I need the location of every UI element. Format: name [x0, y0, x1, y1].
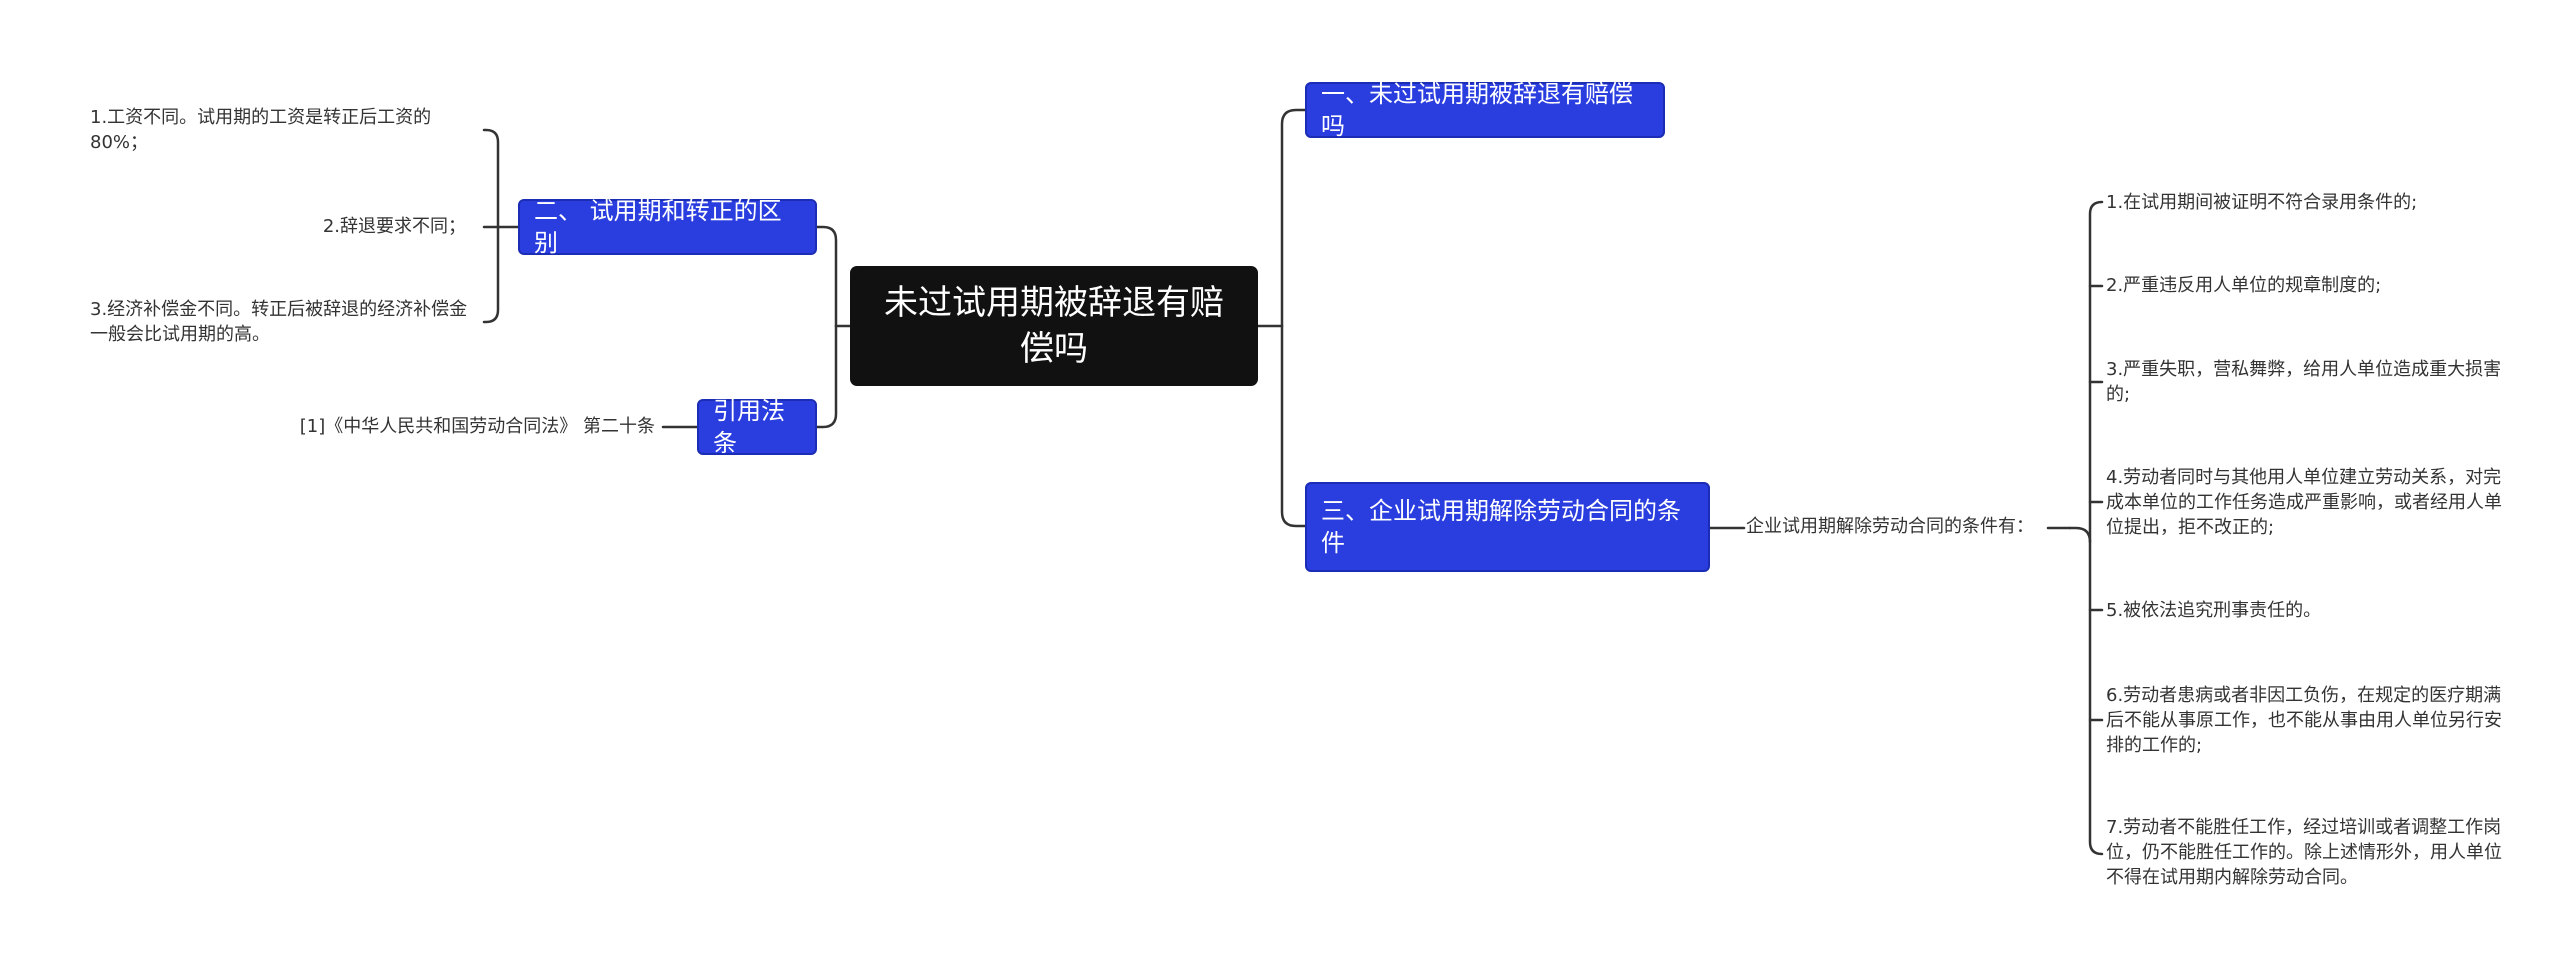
branch-topic-3[interactable]: 三、企业试用期解除劳动合同的条件 — [1305, 482, 1710, 572]
link-sub-bracket — [2088, 200, 2104, 856]
link-left-ref — [815, 324, 838, 429]
condition-item-4[interactable]: 4.劳动者同时与其他用人单位建立劳动关系，对完成本单位的工作任务造成严重影响，或… — [2106, 465, 2506, 540]
condition-item-3-text: 3.严重失职，营私舞弊，给用人单位造成重大损害的; — [2106, 359, 2502, 405]
root-topic-label: 未过试用期被辞退有赔偿吗 — [884, 283, 1224, 369]
condition-item-7[interactable]: 7.劳动者不能胜任工作，经过培训或者调整工作岗位，仍不能胜任工作的。除上述情形外… — [2106, 815, 2506, 890]
link-sub-up — [2068, 526, 2092, 544]
difference-item-3[interactable]: 3.经济补偿金不同。转正后被辞退的经济补偿金一般会比试用期的高。 — [90, 297, 480, 347]
subtopic-conditions-label: 企业试用期解除劳动合同的条件有： — [1746, 516, 2034, 537]
condition-item-5[interactable]: 5.被依法追究刑事责任的。 — [2106, 598, 2506, 623]
condition-item-2-text: 2.严重违反用人单位的规章制度的; — [2106, 275, 2382, 296]
branch-topic-3-label: 三、企业试用期解除劳动合同的条件 — [1321, 497, 1681, 557]
branch-topic-1[interactable]: 一、未过试用期被辞退有赔偿吗 — [1305, 80, 1665, 140]
condition-item-7-text: 7.劳动者不能胜任工作，经过培训或者调整工作岗位，仍不能胜任工作的。除上述情形外… — [2106, 817, 2502, 888]
branch-topic-2[interactable]: 二、 试用期和转正的区别 — [518, 197, 817, 257]
link-right-b3 — [1280, 324, 1307, 528]
subtopic-conditions[interactable]: 企业试用期解除劳动合同的条件有： — [1746, 514, 2046, 539]
condition-item-1[interactable]: 1.在试用期间被证明不符合录用条件的; — [2106, 190, 2506, 215]
difference-item-1[interactable]: 1.工资不同。试用期的工资是转正后工资的80%； — [90, 105, 480, 155]
condition-item-3[interactable]: 3.严重失职，营私舞弊，给用人单位造成重大损害的; — [2106, 357, 2506, 407]
link-right-b1 — [1280, 108, 1307, 328]
branch-topic-reference[interactable]: 引用法条 — [697, 397, 817, 457]
link-left-b2 — [815, 225, 838, 328]
link-b2-leaf3 — [482, 225, 500, 324]
link-b2-leaf1 — [482, 128, 500, 229]
difference-item-2[interactable]: 2.辞退要求不同； — [200, 214, 466, 239]
condition-item-6[interactable]: 6.劳动者患病或者非因工负伤，在规定的医疗期满后不能从事原工作，也不能从事由用人… — [2106, 683, 2506, 758]
reference-item-1-text: [1]《中华人民共和国劳动合同法》 第二十条 — [299, 416, 655, 437]
branch-topic-reference-label: 引用法条 — [713, 397, 785, 457]
branch-topic-2-label: 二、 试用期和转正的区别 — [534, 197, 782, 257]
difference-item-2-text: 2.辞退要求不同； — [322, 216, 466, 237]
condition-item-4-text: 4.劳动者同时与其他用人单位建立劳动关系，对完成本单位的工作任务造成严重影响，或… — [2106, 467, 2502, 538]
difference-item-1-text: 1.工资不同。试用期的工资是转正后工资的80%； — [90, 107, 432, 153]
root-topic[interactable]: 未过试用期被辞退有赔偿吗 — [850, 266, 1258, 386]
condition-item-2[interactable]: 2.严重违反用人单位的规章制度的; — [2106, 273, 2506, 298]
reference-item-1[interactable]: [1]《中华人民共和国劳动合同法》 第二十条 — [240, 414, 655, 439]
condition-item-6-text: 6.劳动者患病或者非因工负伤，在规定的医疗期满后不能从事原工作，也不能从事由用人… — [2106, 685, 2502, 756]
branch-topic-1-label: 一、未过试用期被辞退有赔偿吗 — [1321, 80, 1633, 140]
difference-item-3-text: 3.经济补偿金不同。转正后被辞退的经济补偿金一般会比试用期的高。 — [90, 299, 468, 345]
condition-item-1-text: 1.在试用期间被证明不符合录用条件的; — [2106, 192, 2418, 213]
condition-item-5-text: 5.被依法追究刑事责任的。 — [2106, 600, 2322, 621]
